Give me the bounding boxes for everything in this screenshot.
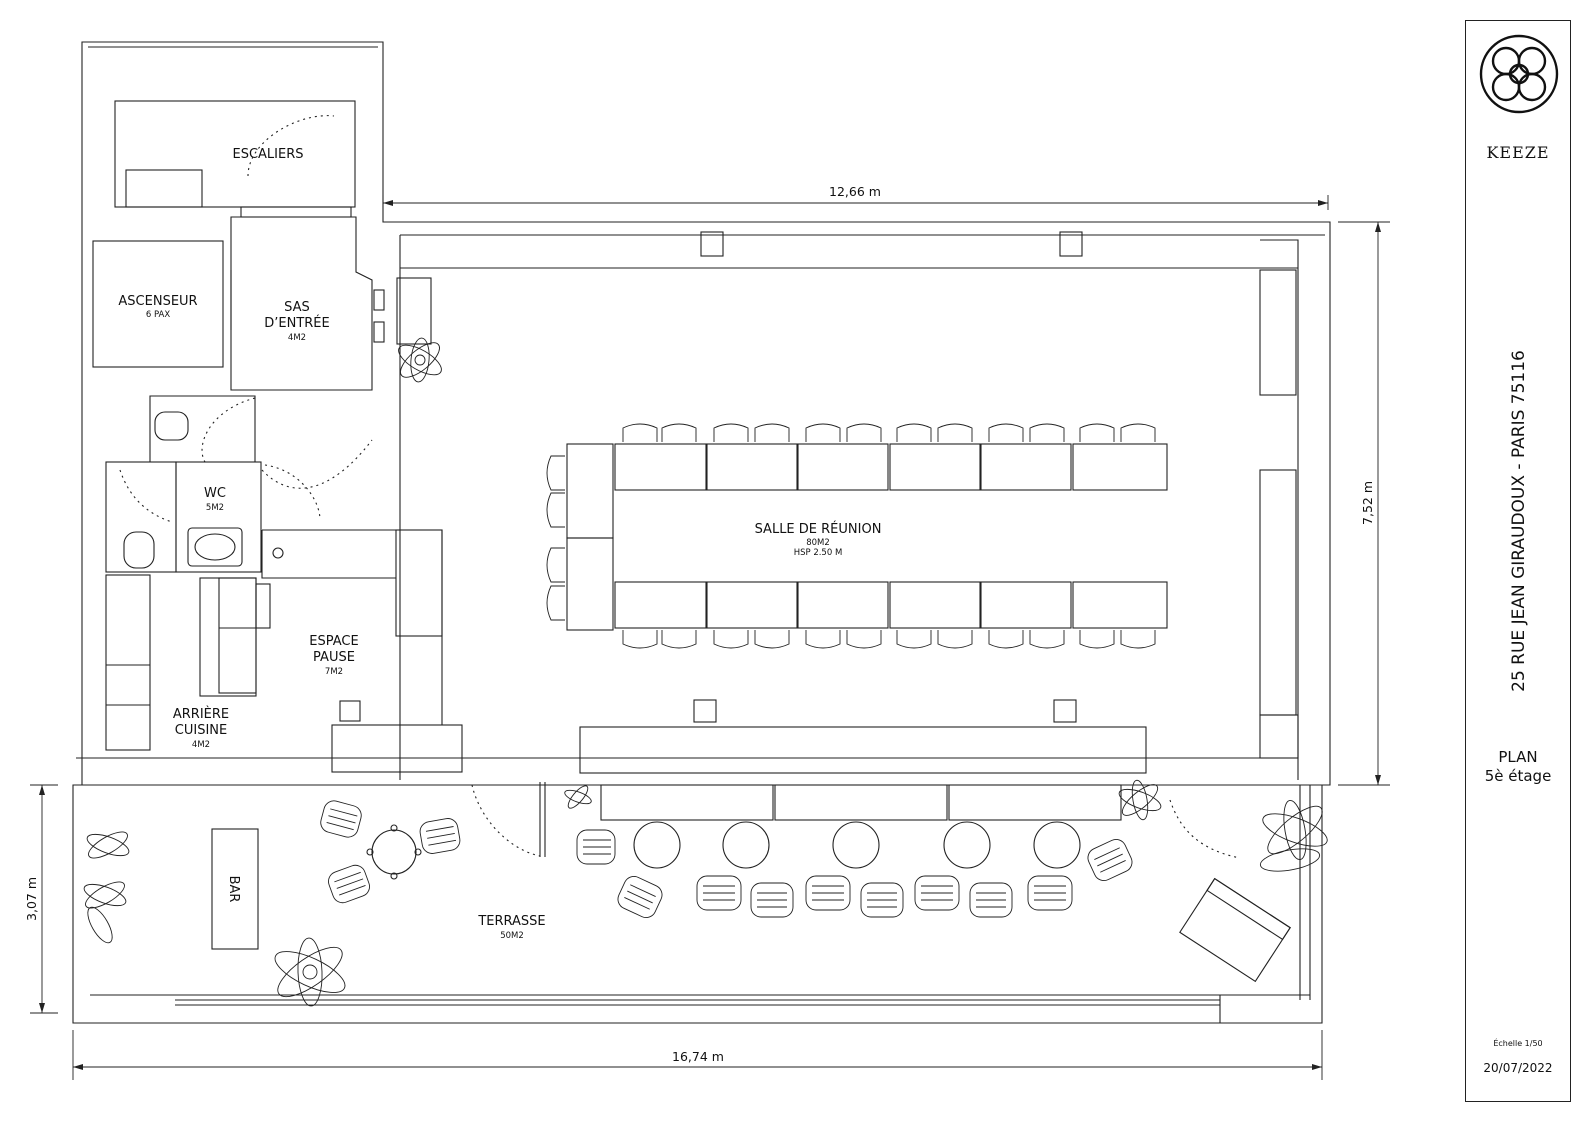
plant [274, 937, 346, 1007]
armchair [320, 800, 362, 838]
chair-column-left [546, 455, 565, 621]
room-labels: ESCALIERS ASCENSEUR 6 PAX SAS D’ENTRÉE 4… [118, 147, 881, 941]
plants [83, 337, 1328, 1007]
kitchen-area: 4M2 [192, 740, 210, 750]
chair-row-top [622, 423, 1156, 442]
plan-title: PLAN 5è étage [1466, 748, 1570, 786]
plant [564, 785, 592, 809]
elevator-label: ASCENSEUR [118, 294, 197, 309]
entrance-area: 4M2 [288, 333, 306, 343]
entrance-room [230, 206, 385, 391]
armchair [750, 882, 794, 918]
chair-row-bottom [622, 630, 1156, 649]
wc-area: 5M2 [206, 503, 224, 513]
kitchen-label-line2: CUISINE [175, 723, 227, 738]
armchair [1027, 875, 1073, 911]
armchair [696, 875, 742, 911]
armchair [1087, 838, 1133, 882]
armchair [914, 875, 960, 911]
plant [1118, 779, 1162, 821]
elevator-room [92, 240, 224, 368]
armchair [969, 882, 1013, 918]
dimension-bottom-width: 16,74 m [672, 1049, 724, 1064]
wc-label: WC [204, 486, 226, 501]
dimension-arrows [39, 200, 1381, 1070]
entrance-label-line2: D’ENTRÉE [264, 315, 329, 331]
armchair [419, 818, 461, 854]
pause-area: 7M2 [325, 667, 343, 677]
dimension-top-width: 12,66 m [829, 184, 881, 199]
dimension-right-height: 7,52 m [1360, 481, 1375, 525]
title-block: KEEZE 25 RUE JEAN GIRAUDOUX - PARIS 7511… [1465, 20, 1571, 1102]
meeting-room-label: SALLE DE RÉUNION [755, 521, 882, 537]
plan-title-line1: PLAN [1498, 748, 1538, 766]
dimension-labels: 12,66 m 7,52 m 3,07 m 16,74 m [24, 184, 1375, 1064]
plant [83, 831, 130, 944]
terrace-label: TERRASSE [477, 914, 545, 929]
terrace-area [211, 782, 1291, 983]
meeting-chairs [546, 423, 1156, 649]
elevator-capacity: 6 PAX [146, 310, 171, 320]
plant [1259, 799, 1328, 872]
kitchen-area [105, 529, 463, 773]
meeting-room [396, 231, 1299, 774]
armchair [617, 875, 663, 919]
plant [398, 337, 442, 383]
meeting-room-area: 80M2 [806, 538, 830, 548]
pause-label-line2: PAUSE [313, 650, 355, 665]
brand-name: KEEZE [1486, 143, 1550, 162]
bar-label: BAR [226, 876, 241, 903]
outer-walls [72, 41, 1331, 1024]
dimension-lines [30, 195, 1390, 1080]
stairs-room [114, 100, 356, 208]
terrace-area: 50M2 [500, 931, 524, 941]
armchair [328, 864, 370, 904]
keeze-logo-icon [1479, 34, 1559, 114]
pause-label-line1: ESPACE [309, 634, 358, 649]
plan-title-line2: 5è étage [1484, 767, 1552, 785]
armchair [576, 829, 616, 865]
armchair [805, 875, 851, 911]
scale: Échelle 1/50 [1493, 1039, 1543, 1048]
entrance-label-line1: SAS [284, 300, 310, 315]
date: 20/07/2022 [1483, 1061, 1553, 1075]
meeting-room-height: HSP 2.50 M [794, 548, 843, 558]
armchair [860, 882, 904, 918]
kitchen-label-line1: ARRIÈRE [173, 706, 229, 722]
floor-plan: ESCALIERS ASCENSEUR 6 PAX SAS D’ENTRÉE 4… [24, 41, 1390, 1080]
stairs-label: ESCALIERS [232, 147, 303, 162]
address: 25 RUE JEAN GIRAUDOUX - PARIS 75116 [1509, 350, 1529, 692]
dimension-left-height: 3,07 m [24, 877, 39, 921]
terrace-chairs [320, 800, 1133, 919]
wc-room [105, 395, 373, 573]
